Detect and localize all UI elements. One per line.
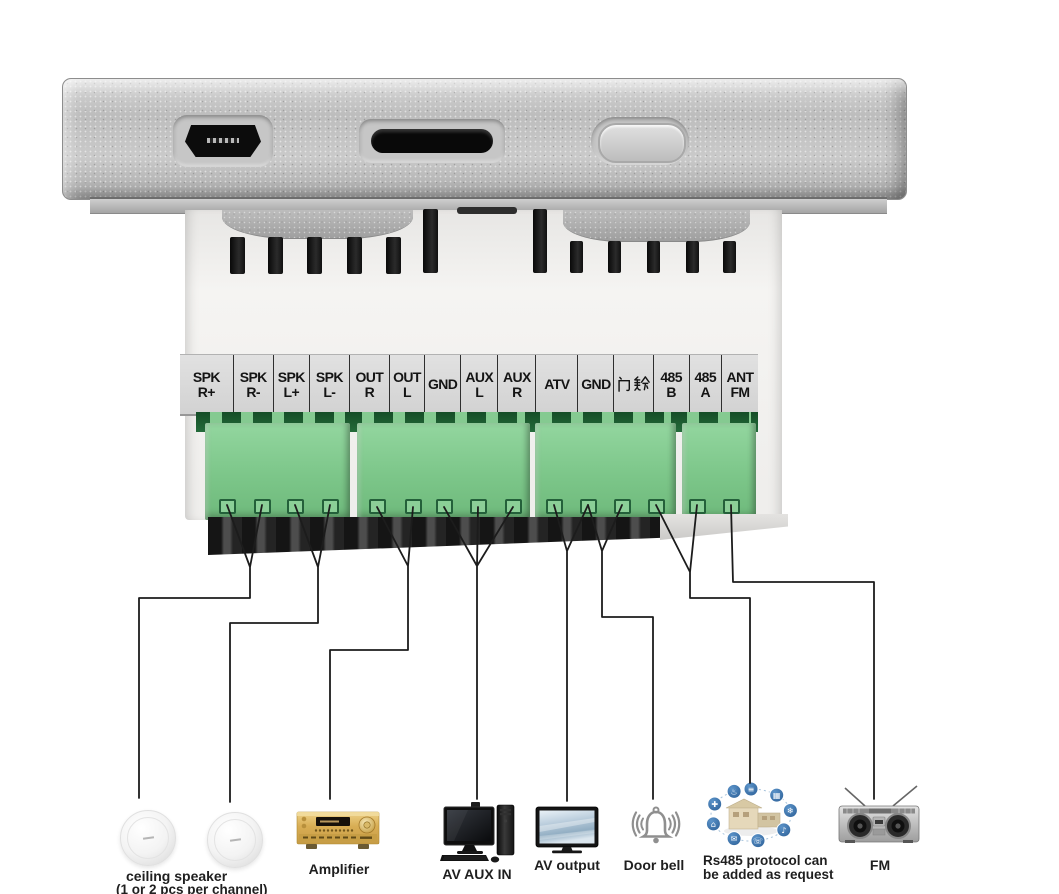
fm-radio-icon [838,785,920,843]
smart-home-network-icon: ≡ ▦ ❄ ♪ ☏ ✉ ⌂ ✚ ♨ [705,781,798,849]
svg-text:♪: ♪ [781,826,786,835]
svg-text:⌂: ⌂ [711,820,716,829]
svg-text:❄: ❄ [787,807,794,816]
wire-spk-r-to-ceiling-speaker-1 [138,504,263,799]
av-aux-in-label: AV AUX IN [442,866,512,882]
wire-485-to-rs485 [655,504,751,784]
wire-aux-to-av-aux-in [443,506,514,800]
amplifier-label: Amplifier [308,861,370,877]
ceiling-speaker-sublabel: (1 or 2 pcs per channel) [116,882,268,894]
terminal-label-doorbell: 门铃 [613,355,652,414]
svg-text:✚: ✚ [711,800,718,809]
svg-text:✉: ✉ [731,835,738,844]
wire-ant-to-fm [730,504,875,800]
mounting-bracket-left [222,210,413,239]
device-front-panel [62,78,907,200]
vent-slot [457,207,517,214]
doorbell-cjk-glyph [617,376,650,392]
terminal-label: ATV [535,355,577,414]
wire-atv-to-av-output [553,504,589,802]
ceiling-speaker-icon [207,812,263,868]
computer-icon [440,802,515,863]
svg-text:♨: ♨ [731,787,738,796]
rs485-label: Rs485 protocol can be added as request [703,853,834,882]
terminal-label: GND [424,355,460,414]
door-bell-label: Door bell [623,857,685,873]
av-output-label: AV output [534,857,600,873]
tv-icon [535,806,599,854]
micro-usb-recess [173,115,273,167]
door-bell-icon [631,806,681,844]
amplifier-icon [296,811,380,849]
ceiling-speaker-icon [120,810,176,866]
button-recess [591,117,689,165]
oval-button [598,123,686,163]
svg-text:≡: ≡ [748,785,755,794]
svg-text:☏: ☏ [753,837,763,846]
ceiling-speaker-label: ceiling speaker [126,868,228,884]
wire-out-to-amplifier [329,506,414,800]
svg-text:▦: ▦ [773,791,781,800]
wire-doorbell [587,504,654,800]
micro-usb-port [185,125,261,157]
fm-label: FM [869,857,891,873]
sd-card-slot [371,129,493,153]
terminal-label: GND [577,355,613,414]
sd-card-recess [359,119,505,163]
wire-spk-l-to-ceiling-speaker-2 [229,504,331,803]
